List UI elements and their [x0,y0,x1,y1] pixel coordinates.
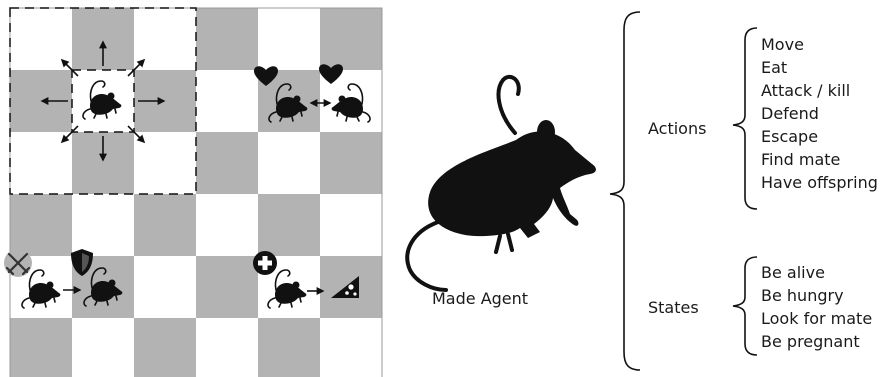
grid-cell [196,256,258,318]
grid-cell [196,132,258,194]
list-item: Be hungry [761,286,844,306]
grid-cell [258,318,320,377]
list-item: Attack / kill [761,81,850,101]
list-item: Defend [761,104,819,124]
swords-icon [4,249,32,277]
grid-cell [196,8,258,70]
grid-cell [320,8,382,70]
grid-cell [258,194,320,256]
actions-brace [733,28,757,209]
grid-cell [72,318,134,377]
grid-cell [196,318,258,377]
grid-cell [196,194,258,256]
list-item: Be alive [761,263,825,283]
grid-cell [72,194,134,256]
list-item: Find mate [761,150,840,170]
grid-cell [10,318,72,377]
grid-cell [258,132,320,194]
list-item: Look for mate [761,309,872,329]
grid-cell [320,318,382,377]
actions-heading: Actions [648,119,706,139]
grid-cell [134,318,196,377]
grid-cell [258,8,320,70]
grid-cell [134,256,196,318]
grid-cell [134,194,196,256]
main-brace [610,12,640,370]
states-brace [733,257,757,355]
list-item: Eat [761,58,787,78]
list-item: Have offspring [761,173,878,193]
list-item: Move [761,35,804,55]
grid-cell [10,194,72,256]
list-item: Escape [761,127,818,147]
list-item: Be pregnant [761,332,860,352]
grid-cell [196,70,258,132]
agent-label: Made Agent [432,289,528,309]
grid-cell [320,194,382,256]
agent-mouse-icon [407,77,596,290]
states-heading: States [648,298,699,318]
health-cross-icon [253,251,277,275]
grid-cell [320,132,382,194]
